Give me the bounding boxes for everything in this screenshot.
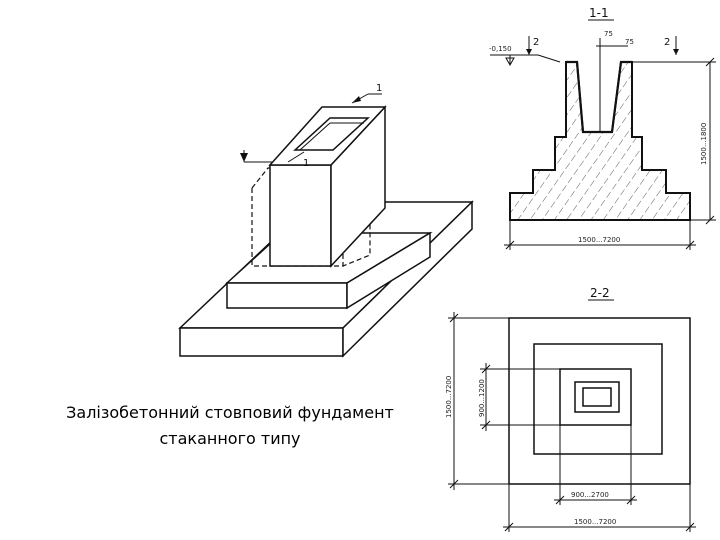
glass-opening <box>293 117 370 151</box>
section-1-1: 1-1 -0,150 2 75 75 2 1500...1800 <box>489 6 716 250</box>
glass-inner-edge <box>299 122 331 151</box>
glass-walls <box>566 60 632 134</box>
marker-left-label: 2 <box>533 37 539 48</box>
middle-step-front <box>226 282 348 309</box>
dim-inner-height-tick-top <box>481 364 491 374</box>
cut-line-1b-tail <box>287 151 305 163</box>
bottom-slab-front <box>179 327 344 357</box>
level-left-label: -0,150 <box>489 45 512 53</box>
plan-glass-outer <box>574 381 620 413</box>
leader-left <box>537 54 561 63</box>
dim-top-left-label: 75 <box>604 30 613 38</box>
dim-outer-height-label: 1500...7200 <box>445 376 453 418</box>
plan-column <box>559 368 632 426</box>
cut-arrow-1b <box>240 153 248 162</box>
dim-height-label: 1500...1800 <box>700 123 708 165</box>
dim-outer-width-tick-left <box>504 522 514 532</box>
section-2-2: 2-2 1500...7200 900...1200 900...2700 <box>445 286 696 532</box>
level-triangle <box>505 57 515 67</box>
dim-inner-height-label: 900...1200 <box>478 379 486 417</box>
dim-outer-width-tick-right <box>685 522 695 532</box>
dim-inner-height-tick-bottom <box>481 420 491 430</box>
dim-outer-width-label: 1500...7200 <box>574 518 616 526</box>
dim-outer-height-tick-top <box>449 313 459 323</box>
dim-outer-height-tick-bottom <box>449 479 459 489</box>
column-front <box>269 164 332 267</box>
dim-inner-width-tick-right <box>626 495 636 505</box>
cut-label-1b: 1 <box>303 158 309 169</box>
plan-outer-slab <box>508 317 691 485</box>
dim-width-label: 1500...7200 <box>578 236 620 244</box>
caption-line-1: Залізобетонний стовповий фундамент <box>66 403 394 422</box>
section-2-2-title: 2-2 <box>590 286 610 300</box>
cut-label-1: 1 <box>376 83 382 94</box>
caption-line-2: стаканного типу <box>159 429 301 448</box>
marker-right-arrow <box>673 49 679 55</box>
dim-inner-width-tick-left <box>555 495 565 505</box>
dim-width-tick-right <box>685 240 695 250</box>
middle-step-side <box>346 231 431 310</box>
plan-glass-inner <box>582 387 612 407</box>
dim-height-tick-bottom <box>705 215 715 225</box>
plan-middle-step <box>533 343 663 455</box>
dim-top-right-label: 75 <box>625 38 634 46</box>
cut-arrow-1 <box>352 96 361 103</box>
marker-right-label: 2 <box>664 37 670 48</box>
isometric-foundation: 1 1 <box>178 83 474 358</box>
dim-inner-width-label: 900...2700 <box>571 491 609 499</box>
caption: Залізобетонний стовповий фундамент стака… <box>40 400 420 452</box>
marker-left-arrow <box>526 49 532 55</box>
dim-width-tick-left <box>505 240 515 250</box>
hidden-pier-top <box>251 167 371 267</box>
dim-height-tick-top <box>705 57 715 67</box>
section-1-1-title: 1-1 <box>589 6 609 20</box>
